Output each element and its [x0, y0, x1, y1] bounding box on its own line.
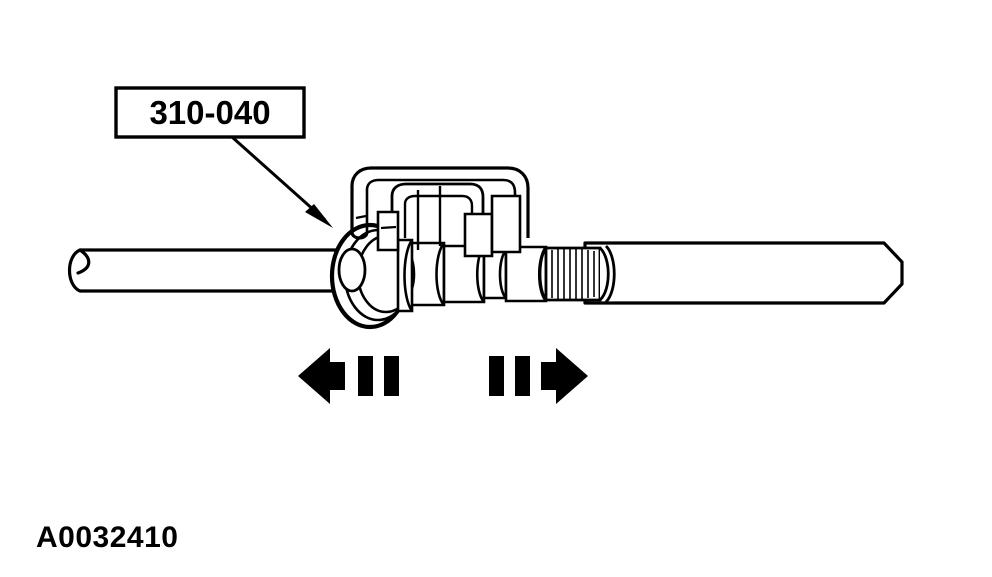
fuel-line-tube-left	[67, 248, 352, 293]
quick-connect-coupling	[329, 222, 616, 330]
motion-dash	[384, 356, 399, 396]
fuel-line-tube-right	[583, 241, 904, 305]
callout-label: 310-040	[149, 94, 270, 131]
leader-arrowhead	[305, 204, 333, 228]
motion-dash	[489, 356, 504, 396]
knurled-collar	[538, 245, 616, 303]
motion-arrow-right-group	[489, 348, 588, 404]
motion-dash	[358, 356, 373, 396]
motion-arrow-left	[298, 348, 345, 404]
motion-arrow-left-group	[298, 348, 399, 404]
motion-arrow-right	[541, 348, 588, 404]
hairpin-retainer-clip	[350, 166, 530, 258]
figure-id-label: A0032410	[36, 521, 178, 554]
coupling-collar-rings	[329, 222, 416, 330]
callout-leader-arrow	[231, 135, 333, 228]
callout-box	[114, 86, 306, 139]
callout-310-040[interactable]: 310-040	[114, 86, 306, 139]
motion-dash	[515, 356, 530, 396]
